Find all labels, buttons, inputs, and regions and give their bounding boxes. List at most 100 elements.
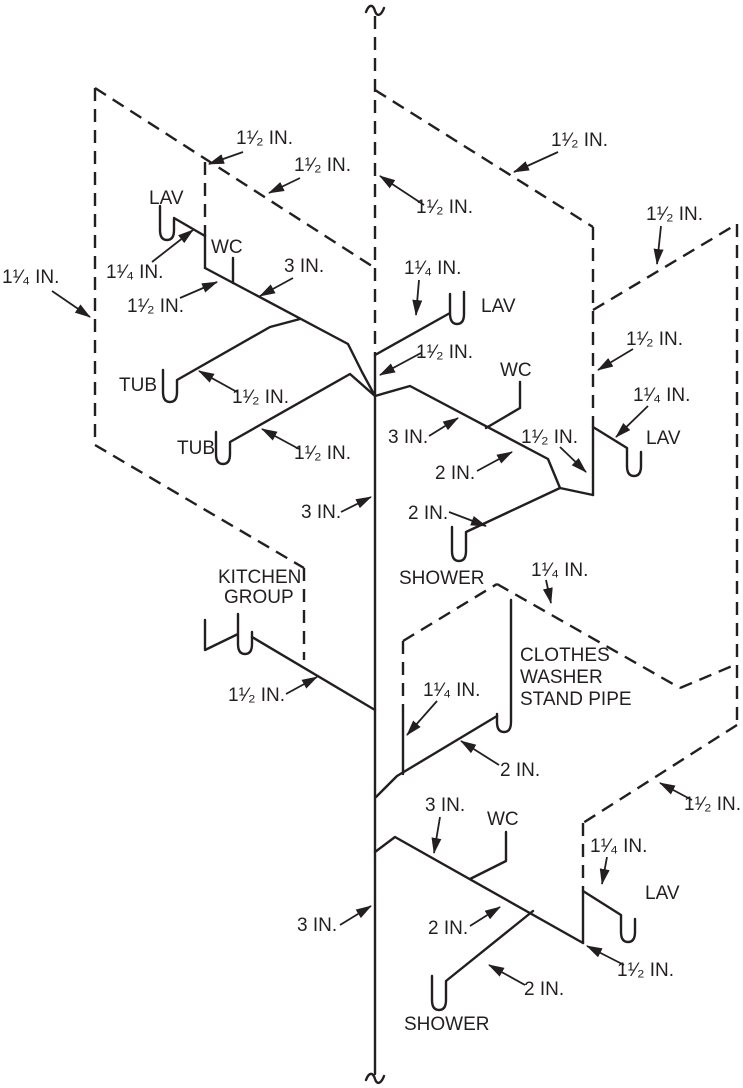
main-stack	[364, 4, 386, 1084]
size-label-2: 2 IN.	[408, 503, 448, 524]
leader-arrow	[476, 451, 513, 472]
shower-drain-trap	[450, 486, 562, 563]
size-label-1-1-2: 1¹⁄₂ IN.	[521, 427, 578, 448]
clothes-washer-label-line1: CLOTHES	[520, 645, 610, 666]
tub1-label: TUB	[119, 375, 157, 396]
leader-arrow	[285, 676, 318, 695]
washer-drain	[374, 714, 499, 799]
leader-arrow	[412, 279, 423, 316]
size-label-3: 3 IN.	[425, 795, 465, 816]
size-label-3: 3 IN.	[388, 427, 428, 448]
size-label-1-1-2: 1¹⁄₂ IN.	[236, 128, 293, 149]
size-label-3: 3 IN.	[284, 256, 324, 277]
pipe-size-labels: 1¹⁄₄ IN. 1¹⁄₂ IN. 1¹⁄₂ IN. 1¹⁄₄ IN. 1¹⁄₂…	[2, 128, 741, 1000]
shower-label: SHOWER	[399, 568, 485, 589]
lav-arm-trap	[581, 889, 637, 944]
size-label-1-1-2: 1¹⁄₂ IN.	[617, 960, 674, 981]
leader-arrow	[586, 945, 625, 966]
lav-label: LAV	[645, 883, 680, 904]
vent-to-kitchen-diagonal	[94, 443, 305, 570]
leader-arrow	[339, 905, 372, 926]
branch-drain	[373, 384, 595, 497]
leader-arrow	[513, 151, 559, 173]
leader-arrow	[431, 816, 442, 854]
lav-upper-arm-trap	[373, 290, 466, 357]
clothes-washer-label-line2: WASHER	[520, 667, 603, 688]
lav-label: LAV	[481, 296, 516, 317]
lav-lower-arm-trap	[591, 425, 643, 478]
vent-loop-diagonal	[94, 86, 376, 270]
size-label-1-1-2: 1¹⁄₂ IN.	[127, 296, 184, 317]
size-label-1-1-2: 1¹⁄₂ IN.	[228, 685, 285, 706]
leader-arrow	[379, 352, 422, 376]
vent-diagonal-upright	[592, 222, 738, 312]
lav-trap	[158, 204, 207, 242]
leader-arrow	[261, 428, 300, 450]
kitchen-group-label-line1: KITCHEN	[218, 567, 301, 588]
size-label-1-1-4: 1¹⁄₄ IN.	[633, 385, 690, 406]
size-label-2: 2 IN.	[500, 760, 540, 781]
size-label-2: 2 IN.	[524, 979, 564, 1000]
size-label-3: 3 IN.	[301, 502, 341, 523]
leader-arrow	[151, 229, 194, 263]
tub1-trap-arm	[161, 317, 302, 404]
tub2-trap-arm	[214, 372, 377, 466]
leader-arrow	[208, 151, 244, 165]
wc-label: WC	[487, 809, 519, 830]
size-label-1-1-2: 1¹⁄₂ IN.	[416, 342, 473, 363]
clothes-washer-group: CLOTHES WASHER STAND PIPE	[374, 582, 738, 799]
leader-arrow	[469, 906, 501, 927]
leader-arrow	[597, 348, 634, 371]
wc-label: WC	[211, 237, 243, 258]
leader-arrow	[406, 700, 438, 736]
size-label-1-1-4: 1¹⁄₄ IN.	[404, 258, 461, 279]
pipe-break-symbol-top	[364, 4, 386, 16]
size-label-2: 2 IN.	[428, 918, 468, 939]
leader-arrow	[542, 579, 553, 604]
lav-label: LAV	[149, 188, 184, 209]
size-label-2: 2 IN.	[435, 463, 475, 484]
branch-drain	[373, 835, 585, 945]
pipe-break-symbol-bottom	[364, 1072, 386, 1084]
branch-drain	[203, 266, 377, 398]
wc-label: WC	[500, 360, 532, 381]
size-label-1-1-4: 1¹⁄₄ IN.	[590, 836, 647, 857]
leader-arrow	[559, 446, 587, 473]
wc-connection	[484, 380, 522, 430]
bath-group-1: LAV WC TUB TUB	[93, 86, 377, 570]
size-label-1-1-2: 1¹⁄₂ IN.	[551, 130, 608, 151]
washer-vent-right-leg	[496, 582, 681, 690]
leader-arrow	[615, 405, 649, 438]
leader-arrow	[488, 964, 526, 986]
size-label-1-1-2: 1¹⁄₂ IN.	[294, 155, 351, 176]
vent-diagonal-down	[582, 723, 738, 825]
size-label-1-1-2: 1¹⁄₂ IN.	[416, 197, 473, 218]
size-label-1-1-4: 1¹⁄₄ IN.	[2, 267, 59, 288]
shower-label: SHOWER	[404, 1014, 490, 1035]
vent-diagonal-from-stack	[374, 88, 594, 229]
lav-label: LAV	[646, 428, 681, 449]
leader-arrow	[198, 370, 238, 393]
washer-vent-left-leg	[402, 582, 498, 643]
leader-arrow	[460, 740, 500, 766]
size-label-1-1-4: 1¹⁄₄ IN.	[531, 560, 588, 581]
clothes-washer-label-line3: STAND PIPE	[520, 689, 632, 710]
wc-connection	[468, 830, 508, 881]
leader-arrow	[653, 225, 664, 265]
kitchen-drain	[250, 635, 377, 712]
kitchen-sink-symbol	[203, 612, 254, 656]
size-label-1-1-2: 1¹⁄₂ IN.	[684, 794, 741, 815]
leader-arrow	[599, 856, 610, 885]
bath-group-2: LAV WC SHOWER LAV	[373, 88, 739, 725]
size-label-1-1-2: 1¹⁄₂ IN.	[294, 443, 351, 464]
size-label-3: 3 IN.	[297, 915, 337, 936]
kitchen-group: KITCHEN GROUP	[203, 567, 377, 712]
bath-group-3: WC LAV SHOWER	[373, 723, 738, 1035]
leader-arrow	[659, 782, 693, 801]
leader-arrow	[340, 496, 372, 513]
washer-vent-tie	[679, 662, 738, 690]
size-label-1-1-2: 1¹⁄₂ IN.	[232, 387, 289, 408]
leader-arrow	[51, 290, 91, 318]
size-label-1-1-2: 1¹⁄₂ IN.	[646, 204, 703, 225]
